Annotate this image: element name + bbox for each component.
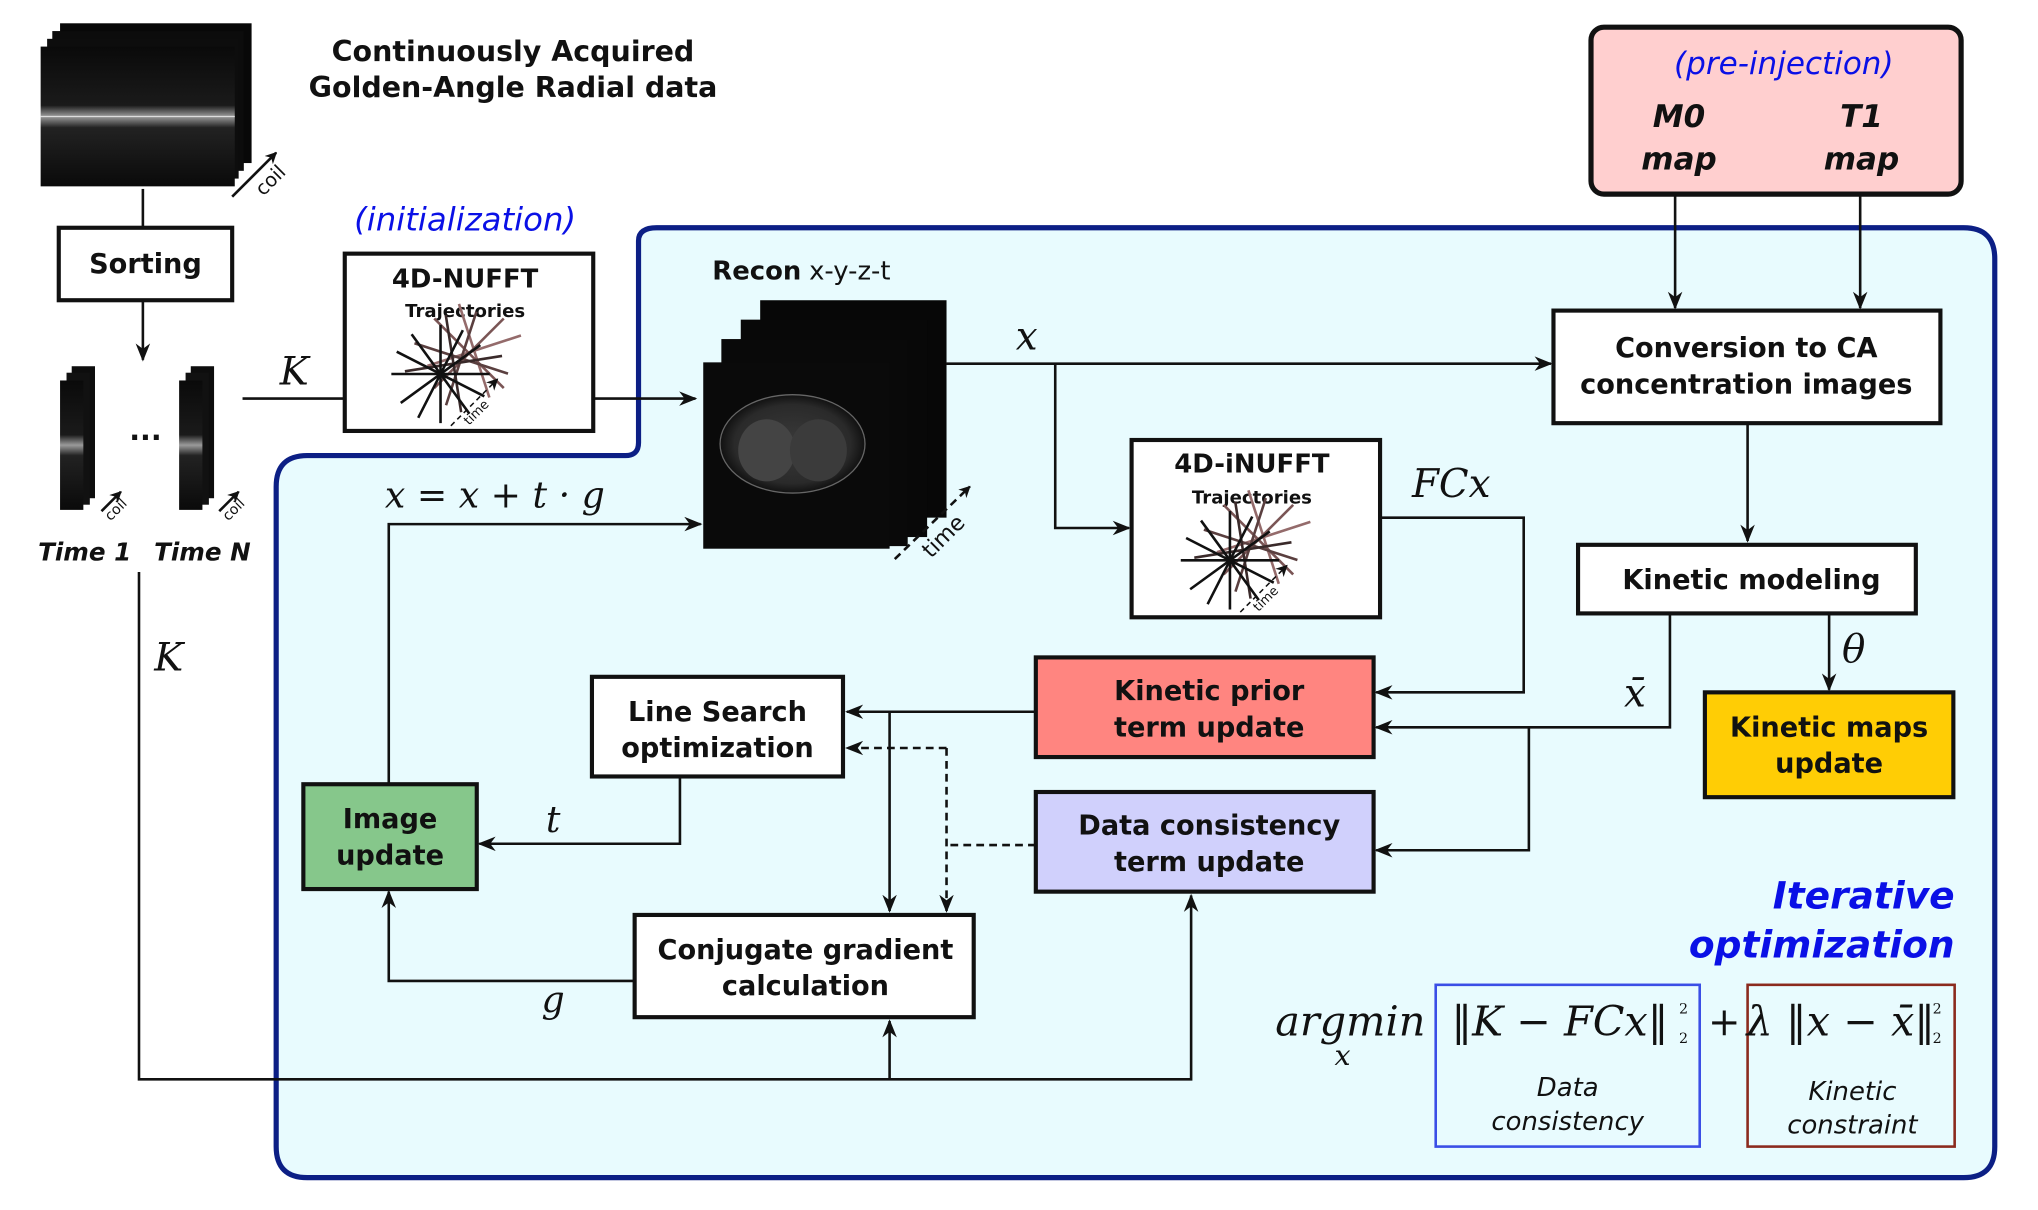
- coil-axis-time1: coil: [100, 490, 131, 525]
- data-consistency-term: ‖K − FCx‖ 2 2 Data consistency: [1434, 983, 1701, 1148]
- time1-label: Time 1: [38, 537, 131, 566]
- plus-sign: +: [1708, 1000, 1741, 1045]
- argmin: argmin: [1275, 997, 1425, 1045]
- kinetic-constraint-term: λ ‖x − x̄‖ 2 2 Kinetic constraint: [1744, 983, 1956, 1148]
- data-caption-line1: Data: [1537, 1073, 1599, 1103]
- kinetic-prior-line2: term update: [1114, 712, 1304, 743]
- data-term: ‖K − FCx‖: [1451, 997, 1668, 1045]
- conjugate-gradient-box[interactable]: Conjugate gradient calculation: [632, 912, 976, 1020]
- kinetic-maps-line1: Kinetic maps: [1730, 712, 1928, 743]
- conjugate-line1: Conjugate gradient: [658, 935, 954, 966]
- conversion-line2: concentration images: [1580, 369, 1912, 400]
- conjugate-line2: calculation: [722, 971, 889, 1002]
- superscript: 2: [1679, 1001, 1688, 1017]
- radial-trajectory-icon: time: [391, 303, 522, 429]
- coil-label: coil: [102, 496, 131, 525]
- coil-label: coil: [220, 496, 249, 525]
- image-update-box[interactable]: Image update: [301, 782, 479, 892]
- kinetic-caption-line2: constraint: [1787, 1111, 1918, 1141]
- data-consistency-line1: Data consistency: [1078, 811, 1340, 842]
- ellipsis: ...: [129, 414, 161, 447]
- subscript: 2: [1679, 1031, 1688, 1047]
- x-symbol: x: [1016, 314, 1038, 359]
- iterative-label-line2: optimization: [1689, 923, 1955, 967]
- t-symbol: t: [546, 798, 561, 841]
- nufft-box[interactable]: 4D-NUFFT Trajectories time: [342, 251, 596, 434]
- superscript: 2: [1933, 1001, 1942, 1017]
- inufft-title: 4D-iNUFFT: [1174, 449, 1330, 479]
- iterative-label-line1: Iterative: [1773, 873, 1955, 917]
- time1-kspace-stack: [60, 366, 95, 510]
- pre-injection-label: (pre-injection): [1674, 46, 1894, 82]
- kinetic-prior-box[interactable]: Kinetic prior term update: [1033, 655, 1376, 760]
- radial-trajectory-icon: time: [1180, 489, 1311, 615]
- coil-label: coil: [251, 160, 291, 200]
- conversion-line1: Conversion to CA: [1615, 333, 1877, 364]
- kinetic-prior-line1: Kinetic prior: [1114, 676, 1305, 707]
- sorting-label: Sorting: [89, 249, 202, 280]
- k-symbol-top: K: [279, 349, 311, 394]
- timeN-kspace-stack: [179, 366, 215, 510]
- kinetic-caption-line1: Kinetic: [1808, 1077, 1896, 1107]
- nufft-trajectories-label: Trajectories: [405, 301, 525, 322]
- data-caption-line2: consistency: [1491, 1107, 1644, 1137]
- initialization-label: (initialization): [354, 200, 576, 238]
- g-symbol: g: [542, 978, 565, 1021]
- image-update-line2: update: [336, 840, 444, 871]
- title-line1: Continuously Acquired: [332, 35, 695, 68]
- kinetic-modeling-label: Kinetic modeling: [1622, 565, 1880, 596]
- subscript: 2: [1933, 1031, 1942, 1047]
- title-line2: Golden-Angle Radial data: [309, 71, 718, 104]
- theta-symbol: θ: [1842, 628, 1865, 673]
- line-search-box[interactable]: Line Search optimization: [589, 674, 846, 779]
- kinetic-modeling-box[interactable]: Kinetic modeling: [1575, 542, 1918, 616]
- xbar-symbol: x̄: [1624, 672, 1646, 717]
- data-consistency-box[interactable]: Data consistency term update: [1033, 789, 1376, 894]
- inufft-box[interactable]: 4D-iNUFFT Trajectories time: [1129, 437, 1383, 620]
- pre-injection-box[interactable]: (pre-injection) M0 map T1 map: [1588, 24, 1964, 197]
- recon-image-stack: [703, 300, 947, 549]
- image-update-line1: Image: [343, 804, 438, 835]
- fcx-symbol: FCx: [1411, 462, 1491, 507]
- time-axis-arrow: [450, 378, 499, 427]
- kinetic-maps-line2: update: [1775, 749, 1883, 780]
- nufft-title: 4D-NUFFT: [392, 264, 539, 294]
- k-symbol-left: K: [153, 635, 185, 680]
- coil-axis-timeN: coil: [218, 490, 249, 525]
- m0-map-line1: M0: [1653, 99, 1706, 135]
- argmin-subscript: x: [1334, 1039, 1350, 1072]
- line-search-line2: optimization: [621, 733, 813, 764]
- sorting-box[interactable]: Sorting: [56, 225, 235, 303]
- diagram-title: Continuously Acquired Golden-Angle Radia…: [309, 35, 718, 104]
- conversion-box[interactable]: Conversion to CA concentration images: [1551, 308, 1943, 426]
- objective-function: argmin x ‖K − FCx‖ 2 2 Data consistency …: [1275, 983, 1956, 1148]
- kinetic-term: λ ‖x − x̄‖: [1744, 997, 1935, 1045]
- kinetic-maps-update-box[interactable]: Kinetic maps update: [1702, 690, 1956, 800]
- update-equation: x = x + t · g: [385, 473, 605, 516]
- time-axis-arrow: [1239, 564, 1288, 613]
- kspace-data-stack: [40, 23, 252, 187]
- data-consistency-line2: term update: [1114, 847, 1304, 878]
- timeN-label: Time N: [154, 537, 251, 566]
- m0-map-line2: map: [1641, 142, 1717, 178]
- t1-map-line1: T1: [1840, 99, 1883, 135]
- t1-map-line2: map: [1824, 142, 1900, 178]
- line-search-line1: Line Search: [628, 697, 807, 728]
